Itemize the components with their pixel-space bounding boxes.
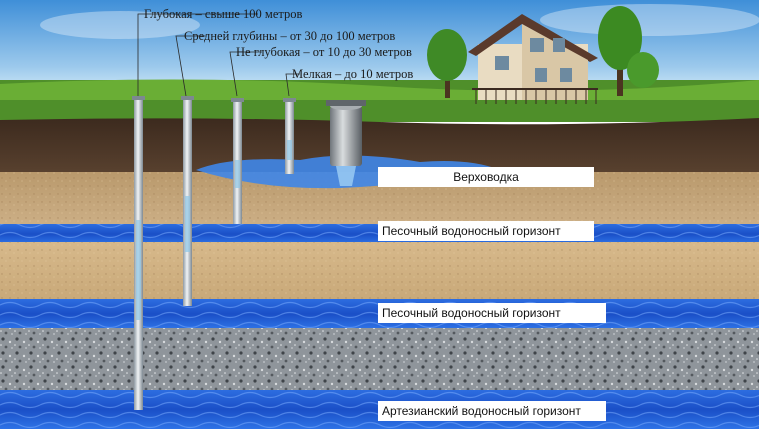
callout-small: Мелкая – до 10 метров bbox=[292, 67, 414, 81]
label-sand-aquifer-lower: Песочный водоносный горизонт bbox=[378, 303, 606, 323]
tree-left bbox=[427, 29, 467, 98]
well-deep bbox=[132, 96, 145, 410]
granite-layer bbox=[0, 328, 759, 392]
callout-deep: Глубокая – свыше 100 метров bbox=[144, 7, 303, 21]
callout-medium: Средней глубины – от 30 до 100 метров bbox=[184, 29, 396, 43]
house bbox=[468, 14, 598, 104]
well-shallow bbox=[231, 98, 244, 224]
label-perched-water: Верховодка bbox=[378, 167, 594, 187]
dug-well bbox=[326, 100, 366, 186]
callout-shallow: Не глубокая – от 10 до 30 метров bbox=[236, 45, 412, 59]
tree-right bbox=[598, 6, 659, 96]
well-medium bbox=[181, 96, 194, 306]
label-sand-aquifer-upper: Песочный водоносный горизонт bbox=[378, 221, 594, 241]
well-small bbox=[283, 98, 296, 174]
label-artesian-aquifer: Артезианский водоносный горизонт bbox=[378, 401, 606, 421]
